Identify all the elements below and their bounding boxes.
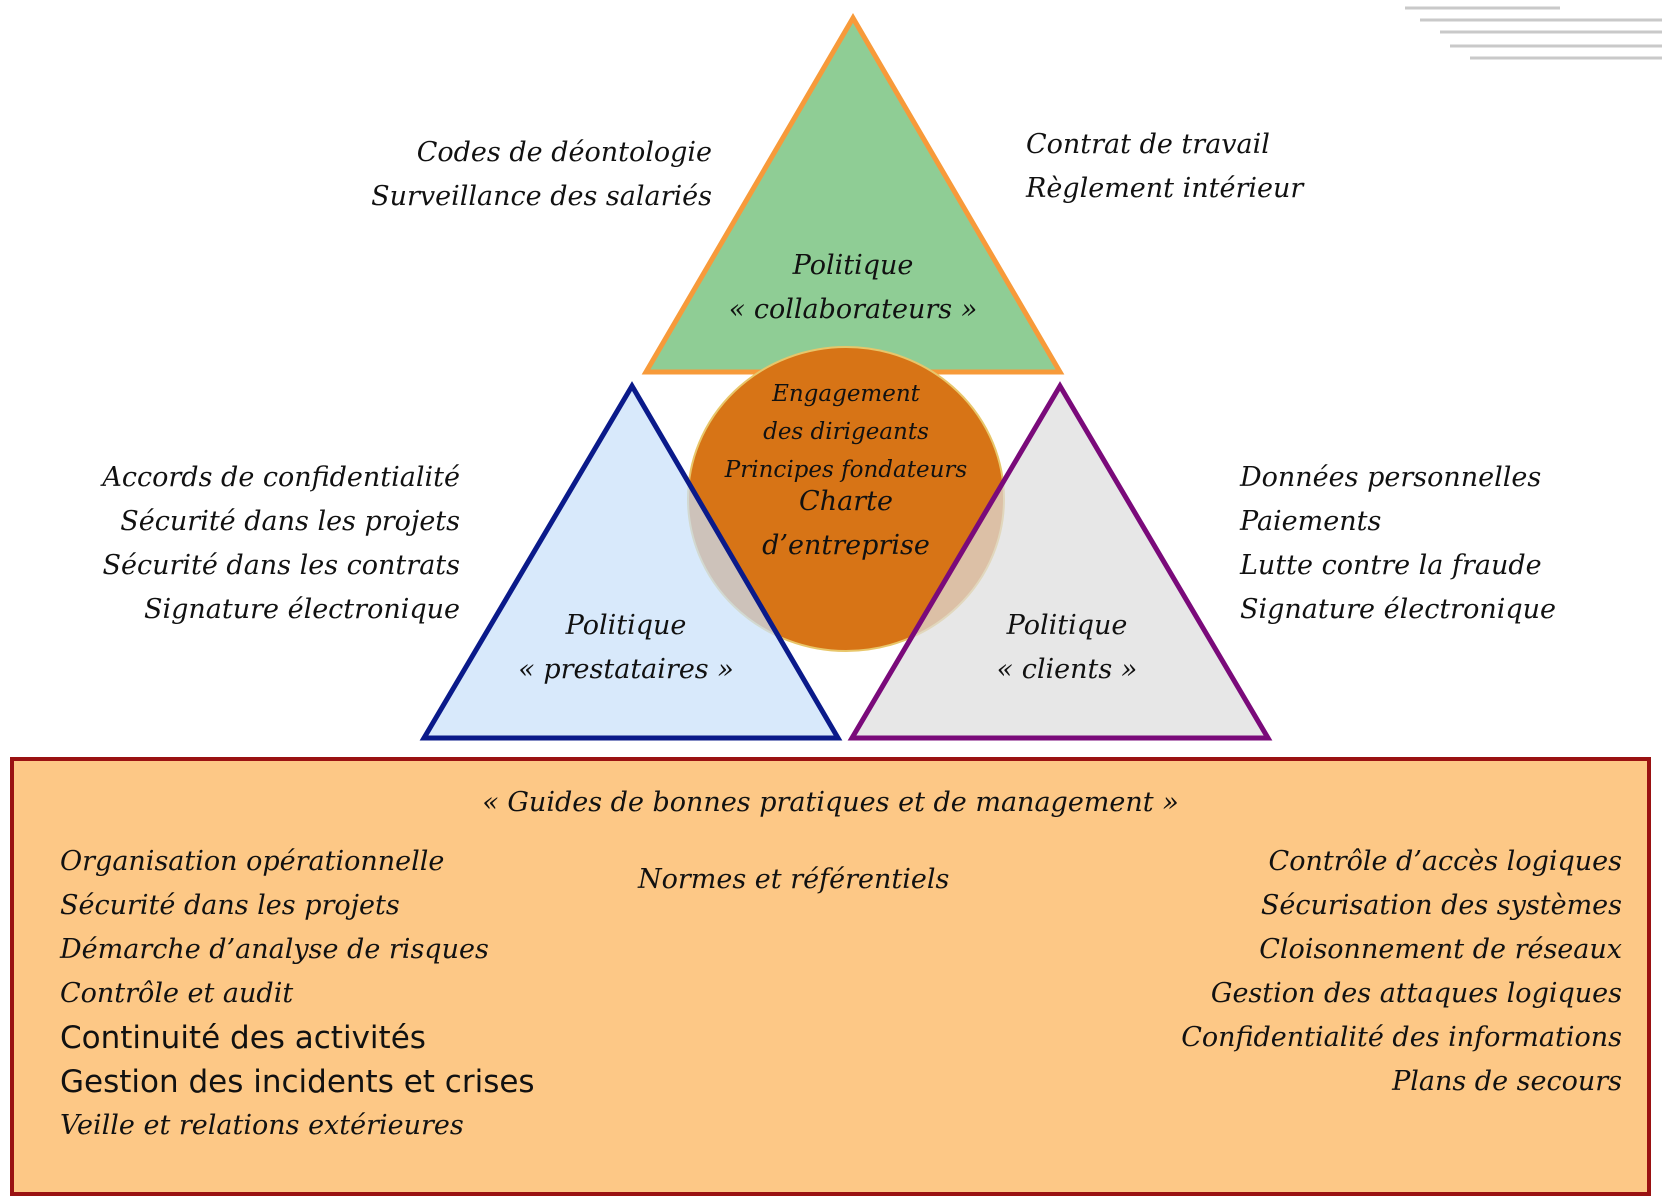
list-item: Veille et relations extérieures — [60, 1110, 464, 1141]
label-line: Signature électronique — [1240, 594, 1557, 625]
label-line: Sécurité dans les contrats — [102, 550, 460, 581]
left-labels: Accords de confidentialité Sécurité dans… — [102, 456, 460, 632]
label-line: Sécurité dans les projets — [120, 506, 460, 537]
charte-text-large: Charte d’entreprise — [696, 480, 996, 568]
triangle-line-2: « collaborateurs » — [728, 294, 978, 325]
list-item: Cloisonnement de réseaux — [1259, 934, 1622, 965]
label-line: Données personnelles — [1240, 462, 1542, 493]
label-line: Surveillance des salariés — [371, 181, 712, 212]
center-line-3: Principes fondateurs — [724, 457, 968, 483]
center-line-5: d’entreprise — [762, 530, 930, 561]
label-line: Paiements — [1240, 506, 1382, 537]
list-item: Gestion des attaques logiques — [1210, 978, 1622, 1009]
label-line: Codes de déontologie — [416, 137, 712, 168]
list-item: Sécurisation des systèmes — [1260, 890, 1622, 921]
center-line-4: Charte — [799, 486, 893, 517]
list-item: Contrôle d’accès logiques — [1268, 846, 1622, 877]
label-line: Contrat de travail — [1026, 129, 1270, 160]
label-line: Lutte contre la fraude — [1240, 550, 1542, 581]
guides-right-list: Contrôle d’accès logiques Sécurisation d… — [1181, 840, 1622, 1104]
list-item: Gestion des incidents et crises — [60, 1064, 535, 1100]
list-item: Sécurité dans les projets — [60, 890, 400, 921]
list-item: Continuité des activités — [60, 1020, 426, 1056]
center-line-2: des dirigeants — [763, 419, 929, 445]
label-line: Signature électronique — [143, 594, 460, 625]
collaborateurs-title: Politique « collaborateurs » — [703, 244, 1003, 332]
list-item: Confidentialité des informations — [1181, 1022, 1622, 1053]
guides-title: « Guides de bonnes pratiques et de manag… — [482, 787, 1179, 818]
guides-middle-item: Normes et référentiels — [638, 864, 950, 895]
clients-triangle — [847, 381, 1273, 741]
prestataires-title: Politique « prestataires » — [476, 604, 776, 692]
corner-decoration — [1405, 6, 1662, 60]
list-item: Organisation opérationnelle — [60, 846, 445, 877]
list-item: Démarche d’analyse de risques — [60, 934, 489, 965]
triangle-line-1: Politique — [1006, 610, 1128, 641]
triangle-line-2: « clients » — [996, 654, 1138, 685]
charte-text-small: Engagement des dirigeants Principes fond… — [696, 375, 996, 489]
top-right-labels: Contrat de travail Règlement intérieur — [1026, 123, 1303, 211]
guides-box — [10, 757, 1651, 1196]
top-left-labels: Codes de déontologie Surveillance des sa… — [371, 131, 712, 219]
center-line-1: Engagement — [772, 381, 920, 407]
guides-left-list: Organisation opérationnelle Sécurité dan… — [60, 840, 535, 1148]
list-item: Plans de secours — [1392, 1066, 1622, 1097]
triangle-line-2: « prestataires » — [518, 654, 734, 685]
triangle-line-1: Politique — [792, 250, 914, 281]
label-line: Accords de confidentialité — [102, 462, 460, 493]
clients-title: Politique « clients » — [917, 604, 1217, 692]
right-labels: Données personnelles Paiements Lutte con… — [1240, 456, 1556, 632]
list-item: Contrôle et audit — [60, 978, 294, 1009]
triangle-line-1: Politique — [565, 610, 687, 641]
label-line: Règlement intérieur — [1026, 173, 1304, 204]
prestataires-triangle — [419, 381, 843, 741]
